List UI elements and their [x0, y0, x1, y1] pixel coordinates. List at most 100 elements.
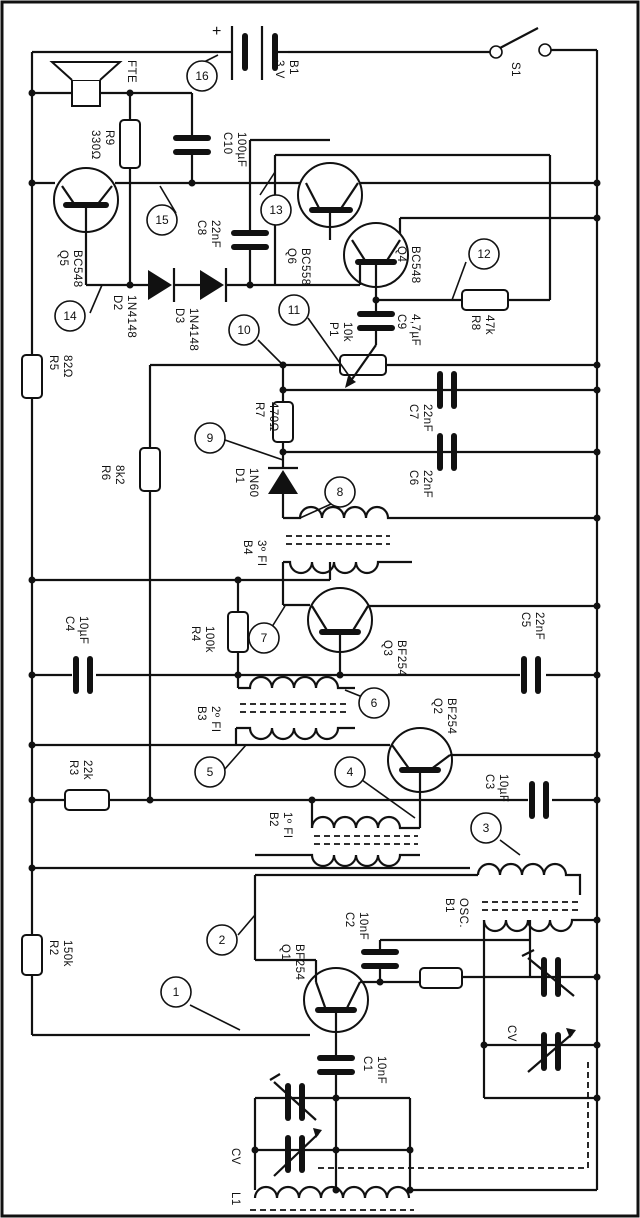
q2-value: BF254 [445, 698, 457, 734]
r2-value: 150k [61, 940, 73, 967]
c6-ref: C6 [407, 470, 419, 486]
test-point-15: 15 [146, 204, 178, 236]
r9-ref: R9 [103, 130, 115, 146]
q1-ref: Q1 [279, 944, 291, 960]
c4-ref: C4 [63, 616, 75, 632]
test-point-11: 11 [278, 294, 310, 326]
test-point-12: 12 [468, 238, 500, 270]
resistor-r5: R5 82Ω [21, 354, 73, 399]
battery-plus-label: + [212, 23, 222, 40]
d1-ref: D1 [233, 468, 245, 484]
test-point-13-label: 13 [269, 203, 283, 217]
test-point-8-label: 8 [337, 485, 344, 499]
c1-value: 10nF [375, 1056, 387, 1084]
resistor-r3: R3 22k [64, 760, 110, 811]
c9-value: 4,7µF [409, 314, 421, 346]
diode-d1: D1 1N60 [233, 460, 298, 518]
transistor-q5: Q5 BC548 [53, 167, 130, 288]
battery-b1: + B1 3 V [212, 23, 299, 80]
r3-value: 22k [81, 760, 93, 780]
q1-value: BF254 [293, 944, 305, 980]
capacitor-c3: C3 10µF [483, 774, 549, 819]
r9-value: 330Ω [89, 130, 101, 160]
r4-value: 100k [203, 626, 215, 653]
variable-capacitor-osc: CV [482, 949, 597, 1100]
q3-value: BF254 [395, 640, 407, 676]
capacitor-c6: C6 22nF [407, 433, 457, 498]
c4-value: 10µF [77, 616, 89, 644]
test-point-10-label: 10 [237, 323, 251, 337]
q5-value: BC548 [71, 250, 83, 288]
antenna-coil-l1: L1 [229, 1185, 414, 1211]
r2-ref: R2 [47, 940, 59, 956]
r8-value: 47k [483, 315, 495, 335]
d3-value: 1N4148 [187, 308, 199, 351]
test-point-4-label: 4 [347, 765, 354, 779]
d2-ref: D2 [111, 295, 123, 311]
c7-value: 22nF [421, 404, 433, 432]
r6-ref: R6 [99, 465, 111, 481]
test-point-14: 14 [54, 300, 86, 332]
capacitor-c7: C7 22nF [407, 371, 457, 432]
r3-ref: R3 [67, 760, 79, 776]
test-point-1-label: 1 [173, 985, 180, 999]
transistor-q2: Q2 BF254 [387, 698, 597, 828]
test-point-6: 6 [358, 687, 390, 719]
battery-ref: B1 [287, 60, 299, 75]
test-point-2: 2 [206, 924, 238, 956]
transformer-b4: B4 3º FI [241, 505, 597, 605]
b1-osc-ref: B1 [443, 898, 455, 913]
test-point-1: 1 [160, 976, 192, 1008]
test-point-7-label: 7 [261, 631, 268, 645]
transformer-b2: B2 1º FI [255, 800, 420, 868]
b4-ref: B4 [241, 540, 253, 555]
test-point-14-label: 14 [63, 309, 77, 323]
c8-ref: C8 [195, 220, 207, 236]
c6-value: 22nF [421, 470, 433, 498]
c1-ref: C1 [361, 1056, 373, 1072]
battery-value: 3 V [273, 60, 285, 79]
resistor-r4: R4 100k [189, 580, 249, 675]
variable-capacitor-antenna: CV [229, 1073, 412, 1190]
q2-ref: Q2 [431, 698, 443, 714]
c10-value: 100µF [235, 132, 247, 167]
capacitor-c5: C5 22nF [519, 612, 545, 694]
test-point-2-label: 2 [219, 933, 226, 947]
transformer-b3: B3 2º FI [195, 675, 355, 745]
potentiometer-p1: P1 10k [150, 322, 597, 388]
b1-osc-value: OSC. [457, 898, 469, 928]
gang-link [318, 1060, 589, 1169]
test-point-4: 4 [334, 756, 366, 788]
transistor-q1: Q1 BF254 [255, 944, 420, 1055]
test-point-16-label: 16 [195, 69, 209, 83]
test-point-8: 8 [324, 476, 356, 508]
r5-ref: R5 [47, 355, 59, 371]
test-point-9: 9 [194, 422, 226, 454]
cv-osc-ref: CV [505, 1025, 517, 1042]
q4-value: BC548 [409, 246, 421, 284]
q6-ref: Q6 [285, 248, 297, 264]
c2-ref: C2 [343, 912, 355, 928]
switch-ref: S1 [509, 62, 521, 77]
test-point-7: 7 [248, 622, 280, 654]
r6-value: 8k2 [113, 465, 125, 485]
test-point-16: 16 [186, 60, 218, 92]
resistor-r9: R9 330Ω [89, 93, 141, 285]
c3-value: 10µF [497, 774, 509, 802]
resistor-r2: R2 150k [21, 934, 310, 1037]
capacitor-c10: C10 100µF [173, 93, 247, 183]
transistor-q3: Q3 BF254 [283, 587, 597, 676]
b3-ref: B3 [195, 706, 207, 721]
b2-value: 1º FI [281, 812, 293, 839]
p1-value: 10k [341, 322, 353, 342]
c7-ref: C7 [407, 404, 419, 420]
r7-value: 470Ω [267, 402, 279, 432]
r4-ref: R4 [189, 626, 201, 642]
capacitor-c1: C1 10nF [317, 1055, 387, 1190]
r5-value: 82Ω [61, 355, 73, 378]
resistor-emitter-q1 [419, 967, 597, 989]
test-point-3-label: 3 [483, 821, 490, 835]
rails [30, 48, 599, 1192]
